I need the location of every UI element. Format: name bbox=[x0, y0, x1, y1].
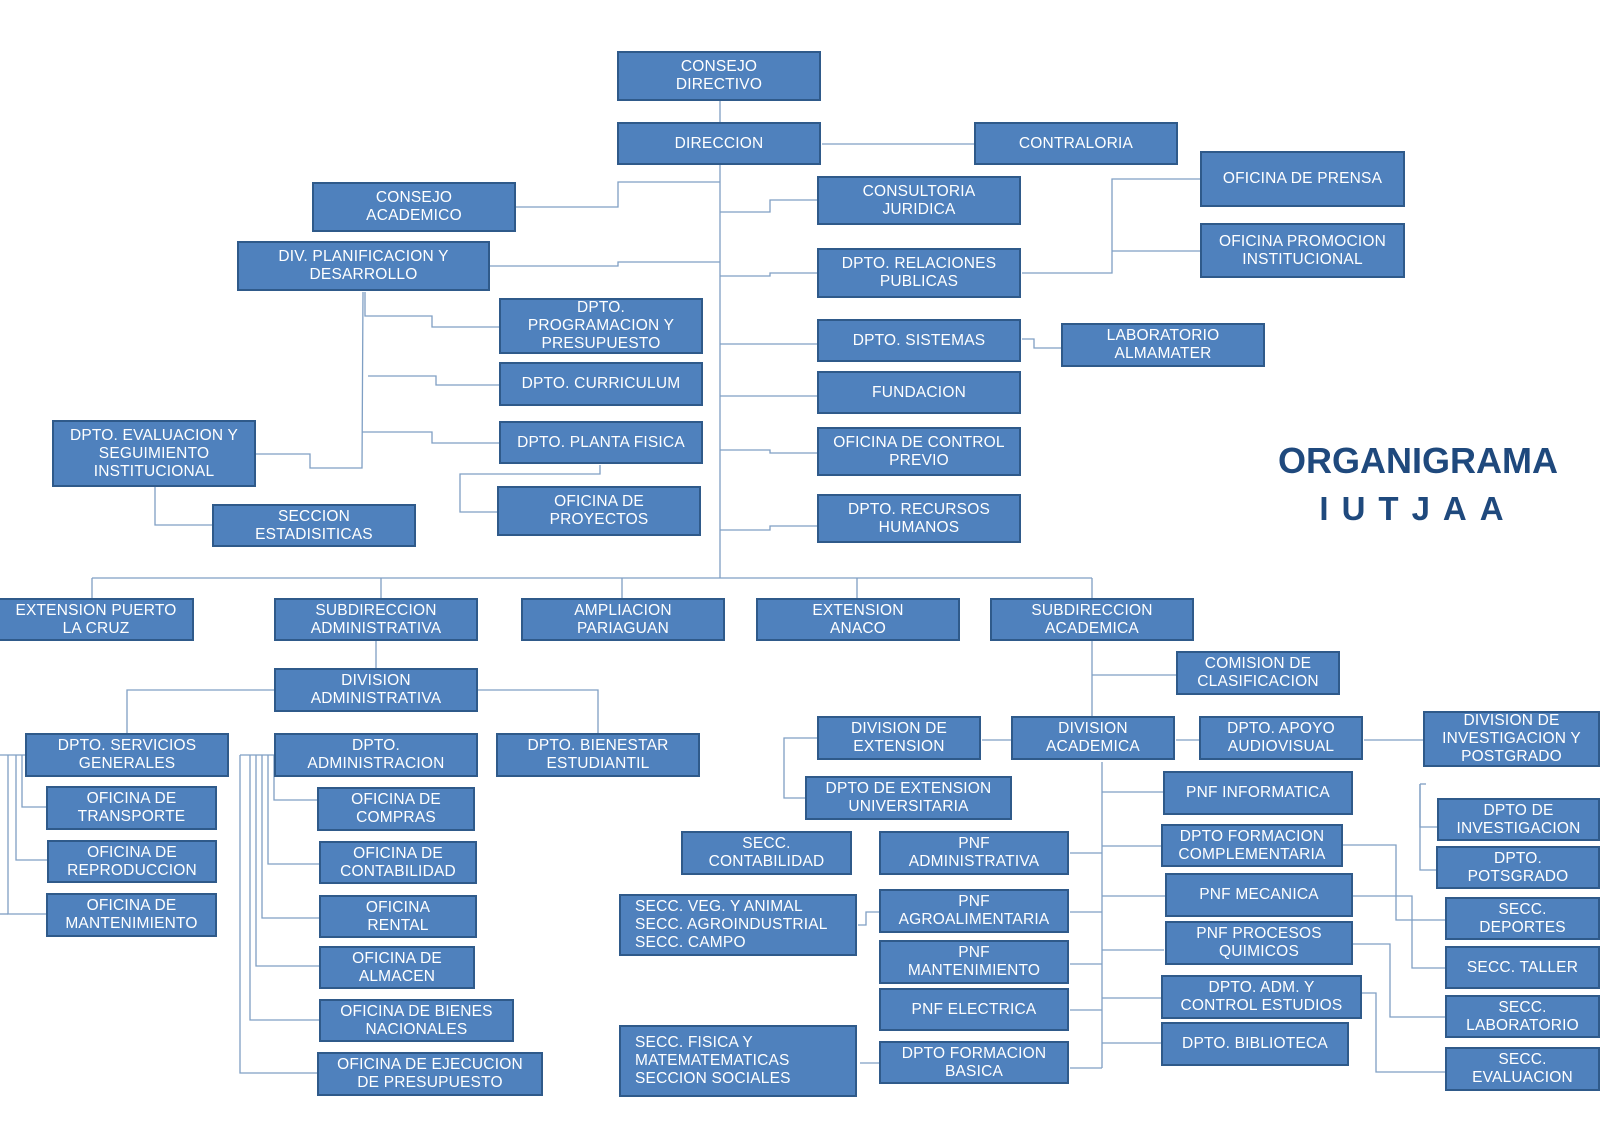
node-div-extension: DIVISION DE EXTENSION bbox=[817, 716, 981, 760]
node-secc-contabilidad: SECC. CONTABILIDAD bbox=[681, 831, 852, 875]
node-consejo-directivo: CONSEJO DIRECTIVO bbox=[617, 51, 821, 101]
node-oficina-prensa: OFICINA DE PRENSA bbox=[1200, 151, 1405, 207]
node-of-ejecucion: OFICINA DE EJECUCION DE PRESUPUESTO bbox=[317, 1052, 543, 1096]
node-secc-evaluacion: SECC. EVALUACION bbox=[1445, 1047, 1600, 1091]
node-fundacion: FUNDACION bbox=[817, 371, 1021, 414]
node-of-almacen: OFICINA DE ALMACEN bbox=[319, 946, 475, 989]
node-dpto-administracion: DPTO. ADMINISTRACION bbox=[274, 733, 478, 777]
node-of-contabilidad: OFICINA DE CONTABILIDAD bbox=[319, 841, 477, 884]
node-dpto-formacion-comp: DPTO FORMACION COMPLEMENTARIA bbox=[1161, 824, 1343, 867]
node-pnf-administrativa: PNF ADMINISTRATIVA bbox=[879, 831, 1069, 875]
node-div-investigacion: DIVISION DE INVESTIGACION Y POSTGRADO bbox=[1423, 711, 1600, 767]
node-dpto-posgrado: DPTO. POTSGRADO bbox=[1436, 846, 1600, 889]
node-dpto-adm-control: DPTO. ADM. Y CONTROL ESTUDIOS bbox=[1161, 975, 1362, 1019]
node-div-planificacion: DIV. PLANIFICACION Y DESARROLLO bbox=[237, 241, 490, 291]
node-dpto-rrhh: DPTO. RECURSOS HUMANOS bbox=[817, 494, 1021, 543]
node-dpto-evaluacion: DPTO. EVALUACION Y SEGUIMIENTO INSTITUCI… bbox=[52, 420, 256, 487]
node-pnf-procesos: PNF PROCESOS QUIMICOS bbox=[1165, 921, 1353, 965]
node-of-compras: OFICINA DE COMPRAS bbox=[317, 787, 475, 831]
node-of-transporte: OFICINA DE TRANSPORTE bbox=[46, 786, 217, 830]
node-div-academica: DIVISION ACADEMICA bbox=[1011, 716, 1175, 760]
node-div-admin: DIVISION ADMINISTRATIVA bbox=[274, 668, 478, 712]
node-subdir-admin: SUBDIRECCION ADMINISTRATIVA bbox=[274, 598, 478, 641]
node-contraloria: CONTRALORIA bbox=[974, 122, 1178, 165]
node-ext-anaco: EXTENSION ANACO bbox=[756, 598, 960, 641]
node-dpto-biblioteca: DPTO. BIBLIOTECA bbox=[1161, 1022, 1349, 1066]
node-ampliacion: AMPLIACION PARIAGUAN bbox=[521, 598, 725, 641]
node-oficina-promocion: OFICINA PROMOCION INSTITUCIONAL bbox=[1200, 223, 1405, 278]
node-pnf-agro: PNF AGROALIMENTARIA bbox=[879, 889, 1069, 933]
chart-subtitle: IUTJAA bbox=[1319, 490, 1517, 527]
node-dpto-bienestar: DPTO. BIENESTAR ESTUDIANTIL bbox=[496, 733, 700, 777]
node-dpto-apoyo: DPTO. APOYO AUDIOVISUAL bbox=[1199, 716, 1363, 760]
node-dpto-formacion-basica: DPTO FORMACION BASICA bbox=[879, 1041, 1069, 1084]
node-secc-taller: SECC. TALLER bbox=[1445, 946, 1600, 989]
node-comision: COMISION DE CLASIFICACION bbox=[1176, 651, 1340, 695]
node-consejo-academico: CONSEJO ACADEMICO bbox=[312, 182, 516, 232]
chart-title: ORGANIGRAMA bbox=[1278, 440, 1558, 481]
node-pnf-mecanica: PNF MECANICA bbox=[1165, 873, 1353, 917]
node-dpto-investigacion: DPTO DE INVESTIGACION bbox=[1437, 798, 1600, 841]
node-secc-laboratorio: SECC. LABORATORIO bbox=[1445, 995, 1600, 1038]
node-pnf-mantenimiento: PNF MANTENIMIENTO bbox=[879, 940, 1069, 984]
node-oficina-control: OFICINA DE CONTROL PREVIO bbox=[817, 427, 1021, 476]
node-pnf-electrica: PNF ELECTRICA bbox=[879, 988, 1069, 1031]
node-secc-fisica: SECC. FISICA Y MATEMATEMATICAS SECCION S… bbox=[619, 1025, 857, 1097]
node-dpto-planta: DPTO. PLANTA FISICA bbox=[499, 421, 703, 464]
node-of-bienes: OFICINA DE BIENES NACIONALES bbox=[319, 999, 514, 1042]
node-dpto-servicios: DPTO. SERVICIOS GENERALES bbox=[25, 733, 229, 777]
node-secc-deportes: SECC. DEPORTES bbox=[1445, 897, 1600, 940]
node-direccion: DIRECCION bbox=[617, 122, 821, 165]
node-dpto-ext-univ: DPTO DE EXTENSION UNIVERSITARIA bbox=[805, 776, 1012, 820]
node-dpto-programacion: DPTO. PROGRAMACION Y PRESUPUESTO bbox=[499, 298, 703, 354]
node-ext-puerto: EXTENSION PUERTO LA CRUZ bbox=[0, 598, 194, 641]
node-subdir-acad: SUBDIRECCION ACADEMICA bbox=[990, 598, 1194, 641]
node-of-rental: OFICINA RENTAL bbox=[319, 895, 477, 938]
node-secc-veg: SECC. VEG. Y ANIMAL SECC. AGROINDUSTRIAL… bbox=[619, 894, 857, 956]
node-oficina-proyectos: OFICINA DE PROYECTOS bbox=[497, 486, 701, 536]
node-pnf-informatica: PNF INFORMATICA bbox=[1163, 771, 1353, 815]
node-of-mantenimiento: OFICINA DE MANTENIMIENTO bbox=[46, 893, 217, 937]
node-dpto-sistemas: DPTO. SISTEMAS bbox=[817, 319, 1021, 362]
node-laboratorio: LABORATORIO ALMAMATER bbox=[1061, 323, 1265, 367]
node-dpto-relaciones: DPTO. RELACIONES PUBLICAS bbox=[817, 248, 1021, 298]
node-dpto-curriculum: DPTO. CURRICULUM bbox=[499, 362, 703, 406]
node-of-reproduccion: OFICINA DE REPRODUCCION bbox=[47, 840, 217, 883]
node-seccion-estadisticas: SECCION ESTADISITICAS bbox=[212, 504, 416, 547]
node-consultoria-juridica: CONSULTORIA JURIDICA bbox=[817, 176, 1021, 225]
